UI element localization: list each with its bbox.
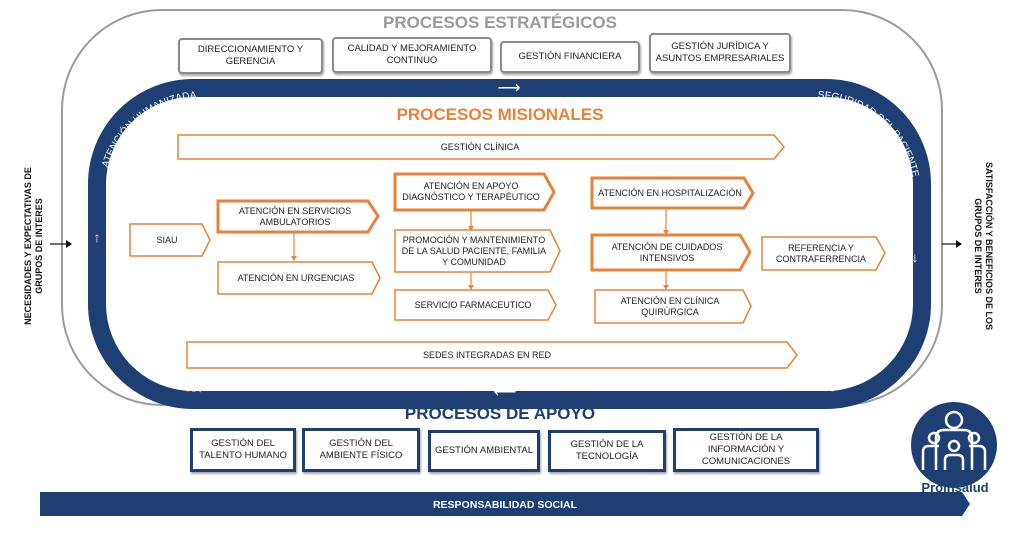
missional-shapes (129, 134, 886, 369)
shape-quirurgica (594, 289, 752, 324)
people-icon (921, 410, 987, 470)
shape-cuidados (590, 233, 752, 272)
strategic-title: PROCESOS ESTRATÉGICOS (383, 13, 617, 32)
shape-ambulatorios (216, 199, 380, 234)
shape-farmaceutico (394, 289, 557, 321)
support-box-ambiental: GESTIÓN AMBIENTAL (428, 430, 540, 472)
ring-arrow-up-icon: ↑ (94, 229, 101, 245)
label-cuidados: ATENCIÓN DE CUIDADOS INTENSIVOS (611, 242, 723, 263)
support-box-tecnologia: GESTIÓN DE LA TECNOLOGÍA (548, 430, 666, 472)
proinsalud-logo (911, 402, 997, 488)
ring-arrow-down-icon: ↓ (912, 249, 919, 265)
strategic-box-direccionamiento: DIRECCIONAMIENTO Y GERENCIA (178, 38, 323, 74)
label-sedes-red: SEDES INTEGRADAS EN RED (423, 350, 552, 360)
strategic-box-juridica: GESTIÓN JURÍDICA Y ASUNTOS EMPRESARIALES (649, 33, 791, 73)
missional-title: PROCESOS MISIONALES (396, 105, 604, 124)
footer-bar-shape (40, 492, 970, 516)
strategic-box-financiera: GESTIÓN FINANCIERA (500, 41, 640, 73)
label-urgencias: ATENCIÓN EN URGENCIAS (238, 273, 355, 283)
right-side-label: SATISFACCIÓN Y BENEFICIOS DE LOS GRUPOS … (973, 161, 994, 330)
label-farmaceutico: SERVICIO FARMACEUTICO (415, 300, 532, 310)
missional-connectors (291, 208, 669, 290)
label-siau: SIAU (156, 235, 177, 245)
navy-ring (88, 79, 931, 409)
label-apoyo: ATENCIÓN EN APOYO DIAGNÓSTICO Y TERAPÉUT… (402, 181, 540, 202)
strategic-box-calidad: CALIDAD Y MEJORAMIENTO CONTINUO (332, 37, 492, 73)
footer-bar-label: RESPONSABILIDAD SOCIAL (433, 499, 578, 511)
label-promocion: PROMOCIÓN Y MANTENIMIENTO DE LA SALUD PA… (401, 234, 547, 267)
right-side-label-wrap: SATISFACCIÓN Y BENEFICIOS DE LOS GRUPOS … (967, 161, 999, 330)
ring-arrow-left-icon: ⟵ (494, 384, 517, 401)
ring-arrow-right-icon: ⟶ (498, 80, 521, 97)
label-gestion-clinica: GESTIÓN CLÍNICA (441, 142, 520, 152)
shape-siau (129, 223, 211, 257)
label-hospitalizacion: ATENCIÓN EN HOSPITALIZACIÓN (598, 188, 742, 198)
label-referencia: REFERENCIA Y CONTRAFERRENCIA (775, 243, 866, 264)
support-title: PROCESOS DE APOYO (404, 404, 596, 423)
shape-gestion-clinica (177, 134, 785, 160)
support-box-ambiente-fisico: GESTIÓN DEL AMBIENTE FÍSICO (302, 428, 420, 472)
shape-apoyo (393, 172, 556, 212)
support-box-talento: GESTIÓN DEL TALENTO HUMANO (190, 428, 296, 472)
shape-urgencias (217, 261, 381, 295)
left-side-label-wrap: NECESIDADES Y EXPECTATIVAS DE GRUPOS DE … (18, 163, 50, 328)
logo-wordmark: Proinsalud (921, 480, 989, 495)
support-box-informacion: GESTIÓN DE LA INFORMACIÓN Y COMUNICACION… (673, 428, 819, 472)
shape-promocion (394, 229, 561, 273)
shape-sedes-red (186, 341, 798, 369)
shape-referencia (761, 236, 886, 271)
left-side-label: NECESIDADES Y EXPECTATIVAS DE GRUPOS DE … (23, 166, 44, 325)
shape-hospitalizacion (590, 176, 755, 210)
label-quirurgica: ATENCIÓN EN CLÍNICA QUIRÚRGICA (620, 296, 720, 317)
label-ambulatorios: ATENCIÓN EN SERVICIOS AMBULATORIOS (238, 206, 352, 227)
